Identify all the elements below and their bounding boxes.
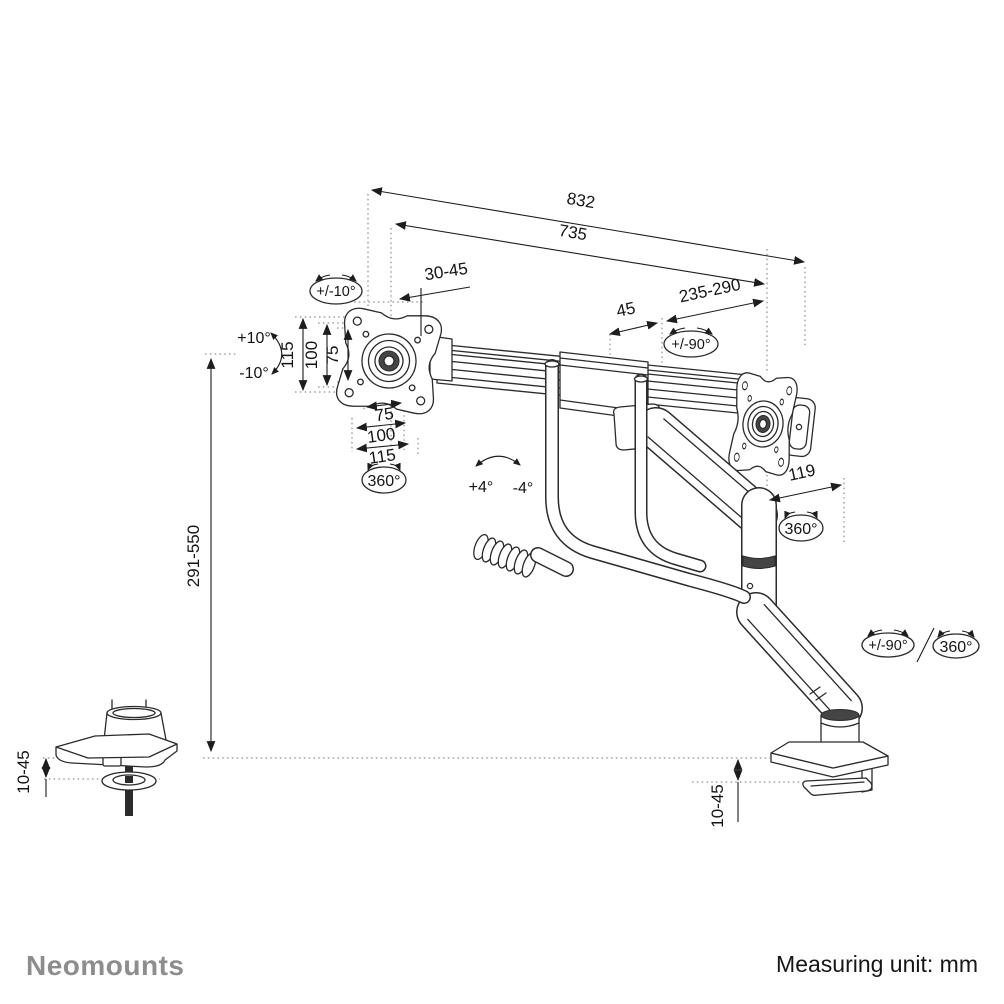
- dim-vesa-h-100: 100: [366, 424, 397, 447]
- dim-vesa-v-115: 115: [278, 341, 297, 368]
- handle-grip-coil: [473, 533, 574, 578]
- dimension-annotations: 832 735 30-45 45 235-290 119 115 100 75 …: [14, 187, 980, 828]
- grommet-rod-lower: [125, 790, 133, 816]
- svg-text:+/-10°: +/-10°: [316, 284, 355, 300]
- dim-grommet-thickness: 10-45: [14, 750, 33, 793]
- svg-text:+/-90°: +/-90°: [868, 638, 907, 654]
- vesa-plate-left: [335, 307, 443, 415]
- handle-loop: [544, 359, 751, 604]
- desk-clamp: [770, 741, 889, 796]
- grommet-mount-detail: [55, 699, 178, 816]
- bar-up-label: +4°: [469, 479, 494, 496]
- rotation-badge-pivot-top: +/-90°: [663, 327, 719, 358]
- dim-vesa-v-75: 75: [323, 346, 342, 365]
- rotation-badge-base-pivot: +/-90°: [861, 629, 915, 658]
- dim-clamp-thickness: 10-45: [708, 784, 727, 827]
- bar-down-label: -4°: [513, 480, 534, 497]
- gas-spring-upper-arm: [635, 407, 778, 536]
- mount-assembly: [335, 307, 889, 796]
- rotation-badge-right-360: 360°: [778, 510, 824, 542]
- measuring-unit-text: Measuring unit: mm: [776, 951, 978, 977]
- dim-vesa-h-75: 75: [374, 404, 395, 425]
- dim-arm-reach: 235-290: [677, 275, 742, 307]
- badge-separator-slash: [916, 627, 935, 663]
- tilt-down-label: -10°: [239, 365, 269, 382]
- grommet-rod: [125, 761, 133, 777]
- dim-height-range: 291-550: [184, 525, 203, 587]
- dim-bar-width: 735: [557, 221, 588, 244]
- svg-text:360°: 360°: [784, 521, 817, 538]
- tilt-up-label: +10°: [237, 330, 271, 347]
- dim-center-gap: 45: [615, 298, 637, 321]
- rotation-badge-left-360: 360°: [361, 462, 407, 494]
- dim-vesa-h-115: 115: [367, 445, 396, 468]
- clamp-jaw-lower: [802, 777, 873, 796]
- dim-plate-offset: 30-45: [423, 259, 469, 285]
- vesa-plate-right: [727, 372, 798, 476]
- brand-logo: Neomounts: [26, 950, 185, 981]
- dim-vesa-v-100: 100: [302, 341, 321, 369]
- svg-text:360°: 360°: [939, 639, 972, 656]
- base-column: [820, 709, 860, 748]
- gas-spring-lower-arm: [736, 592, 863, 728]
- dim-total-width: 832: [565, 189, 596, 212]
- svg-text:+/-90°: +/-90°: [671, 337, 710, 353]
- rotation-badge-base-360: 360°: [932, 629, 980, 659]
- tilt-arc: +10° -10°: [237, 330, 283, 382]
- vesa-hub-right: [742, 400, 784, 448]
- rotation-badge-tilt: +/-10°: [309, 274, 363, 305]
- dim-head-depth: 119: [787, 461, 817, 485]
- crossbar-tilt-arc: +4° -4°: [469, 455, 534, 497]
- grommet-washer: [101, 771, 157, 791]
- svg-text:360°: 360°: [367, 473, 400, 490]
